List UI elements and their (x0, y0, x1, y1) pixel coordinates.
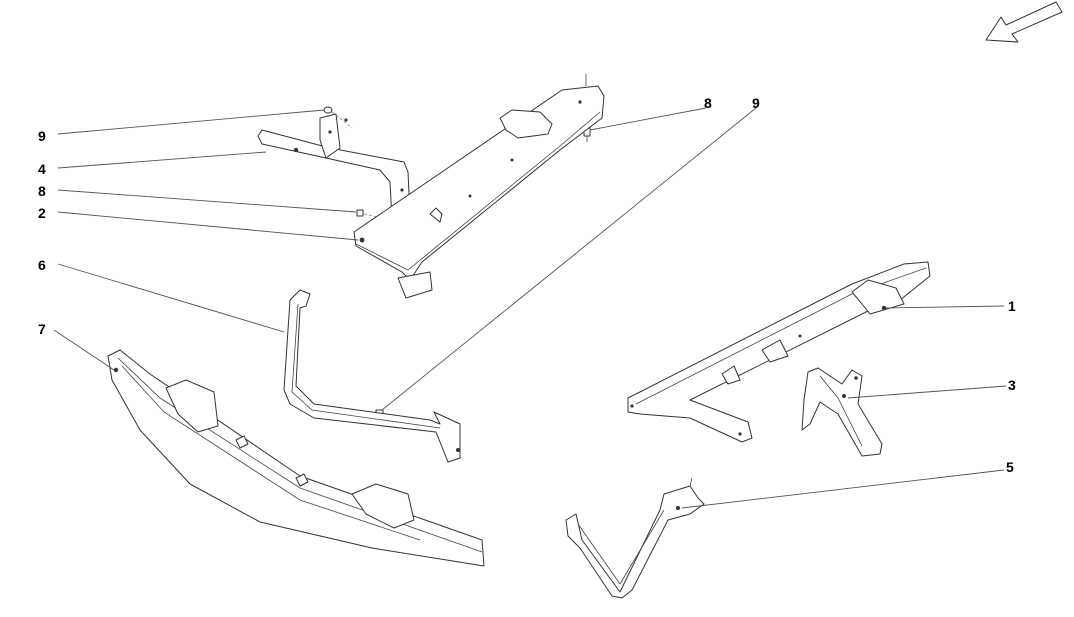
leader-6 (57, 263, 285, 333)
direction-arrow-icon (985, 1, 1063, 43)
part-7-bumper-beam (107, 349, 485, 567)
leader-7 (53, 329, 115, 371)
callout-labels: 9 4 8 2 6 7 8 9 1 3 5 (38, 95, 1016, 475)
leader-4 (57, 151, 267, 169)
callout-6: 6 (38, 257, 46, 273)
leader-8-left (57, 189, 357, 213)
callout-5: 5 (1006, 459, 1014, 475)
part-1-rail (627, 261, 931, 443)
callout-9-lower: 9 (752, 95, 760, 111)
leader-lines (53, 107, 1007, 509)
leader-9-lower (381, 107, 757, 411)
callout-9-upper: 9 (38, 128, 46, 144)
leader-8-right (589, 107, 707, 131)
part-8-bolt-left (356, 209, 393, 221)
leader-3 (847, 385, 1007, 399)
part-3-bracket (801, 367, 883, 457)
part-5-bracket (565, 477, 705, 599)
callout-3: 3 (1008, 377, 1016, 393)
callout-4: 4 (38, 161, 46, 177)
leader-5 (681, 469, 1005, 509)
leader-9-upper (57, 109, 325, 135)
part-4-bracket (257, 113, 411, 223)
callout-7: 7 (38, 321, 46, 337)
callout-8-right: 8 (704, 95, 712, 111)
leader-2 (57, 211, 359, 241)
part-6-support-arm (283, 289, 461, 463)
callout-2: 2 (38, 205, 46, 221)
callout-8-left: 8 (38, 183, 46, 199)
leader-1 (885, 305, 1005, 309)
part-2-rail (353, 74, 605, 299)
callout-1: 1 (1008, 298, 1016, 314)
